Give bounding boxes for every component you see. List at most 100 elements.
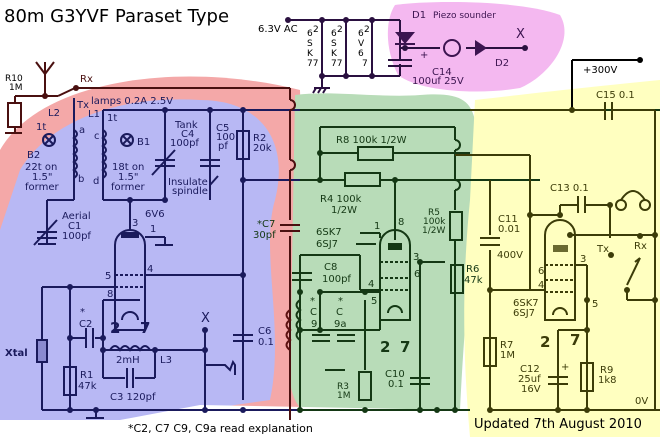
capacitor-c15 [604, 102, 613, 120]
svg-text:*: * [310, 296, 315, 307]
svg-text:V: V [358, 39, 365, 49]
svg-text:C12: C12 [520, 364, 540, 375]
ground-icon [145, 236, 173, 246]
svg-text:1t: 1t [36, 122, 46, 133]
svg-text:C10: C10 [385, 369, 405, 380]
svg-text:47k: 47k [78, 381, 97, 392]
lamp-b2-icon [42, 133, 56, 147]
capacitor-c2 [85, 328, 94, 348]
capacitor-c6 [233, 334, 253, 342]
svg-text:C5: C5 [216, 123, 229, 134]
svg-text:0.01: 0.01 [498, 224, 520, 235]
c9a-label: *C9a [334, 296, 347, 330]
svg-text:6: 6 [414, 269, 420, 280]
svg-text:5: 5 [371, 296, 377, 307]
svg-text:R7: R7 [500, 340, 513, 351]
svg-text:0.1: 0.1 [258, 337, 274, 348]
d2-label: D2 [495, 58, 509, 69]
c14-name: C14 [432, 67, 452, 78]
r8-label: R8 100k 1/2W [336, 135, 407, 146]
detector-tube-pins: 8 1 3 6 4 5 [368, 217, 420, 307]
svg-text:3: 3 [413, 252, 419, 263]
svg-text:S: S [307, 39, 313, 49]
capacitor-c1 [33, 219, 58, 246]
svg-text:6: 6 [358, 29, 364, 39]
capacitor-c4 [151, 149, 176, 176]
rxtx-audio-switch[interactable] [626, 257, 641, 286]
lamps-label: lamps 0.2A 2.5V [91, 96, 173, 107]
ground-icon [86, 410, 104, 419]
heater-junctions [285, 17, 528, 79]
svg-text:16V: 16V [521, 384, 541, 395]
svg-text:R2: R2 [253, 133, 266, 144]
svg-text:1k8: 1k8 [598, 375, 617, 386]
headphone-tx-label: Tx [596, 244, 609, 255]
svg-text:1.5": 1.5" [32, 172, 53, 183]
svg-text:7: 7 [362, 59, 368, 69]
footer-note: *C2, C7 C9, C9a read explanation [128, 422, 313, 435]
svg-text:4: 4 [147, 264, 153, 275]
audio-wiring [455, 109, 660, 411]
resistor-r4 [344, 172, 381, 187]
svg-text:1M: 1M [337, 391, 351, 401]
lamp-b1-icon [120, 133, 134, 147]
oscillator-junctions [67, 107, 246, 413]
svg-text:25uf: 25uf [518, 374, 541, 385]
rxtx-switch-wiring [14, 87, 300, 420]
resistor-r9 [580, 362, 594, 392]
audio-tube-pins: 3 6 4 5 [538, 254, 598, 310]
svg-text:8: 8 [107, 289, 113, 300]
xtal-label: Xtal [5, 348, 28, 359]
svg-text:C1: C1 [68, 221, 81, 232]
tube-6v6-grids [115, 274, 145, 288]
resistor-r1 [63, 366, 77, 396]
svg-text:5: 5 [592, 299, 598, 310]
tube-6v6-labels: 6V6 3 1 5 4 8 [105, 209, 165, 300]
svg-text:*: * [80, 307, 85, 318]
updated-date: Updated 7th August 2010 [474, 417, 642, 432]
c3-label: C3 120pf [110, 392, 156, 403]
svg-text:1: 1 [374, 221, 380, 232]
r10-name: R10 [5, 74, 23, 84]
piezo-sounder-icon [443, 39, 461, 57]
svg-text:K: K [331, 49, 338, 59]
zero-volt-label: 0V [635, 396, 648, 407]
svg-text:4: 4 [368, 279, 374, 290]
svg-text:spindle: spindle [172, 186, 208, 197]
svg-text:1/2W: 1/2W [331, 205, 357, 216]
svg-text:2: 2 [313, 25, 319, 35]
capacitor-c10 [410, 377, 430, 385]
potentiometer-r6[interactable] [450, 264, 464, 294]
morse-key-jack[interactable] [205, 359, 236, 375]
tube-6v6-anode [121, 232, 139, 238]
svg-text:6SK7: 6SK7 [316, 227, 342, 238]
c13-label: C13 0.1 [550, 183, 589, 194]
rx-label: Rx [80, 74, 93, 85]
svg-text:9: 9 [311, 319, 317, 330]
svg-text:C6: C6 [258, 326, 271, 337]
resistor-r5 [449, 211, 463, 241]
capacitor-c12 [548, 376, 568, 385]
coil-l1 [101, 129, 107, 179]
c6-label: C60.1 [258, 326, 274, 348]
svg-text:1M: 1M [500, 350, 515, 361]
svg-text:8: 8 [398, 217, 404, 228]
svg-text:6: 6 [331, 29, 337, 39]
piezo-label: Piezo sounder [433, 11, 496, 21]
svg-text:C2: C2 [79, 319, 92, 330]
coil-labels: L2 1t L1 1t a b c d B1 B2 22t on 1.5" fo… [25, 108, 150, 193]
svg-text:6: 6 [538, 266, 544, 277]
capacitor-c8 [292, 272, 312, 281]
svg-text:6SJ7: 6SJ7 [316, 239, 338, 250]
